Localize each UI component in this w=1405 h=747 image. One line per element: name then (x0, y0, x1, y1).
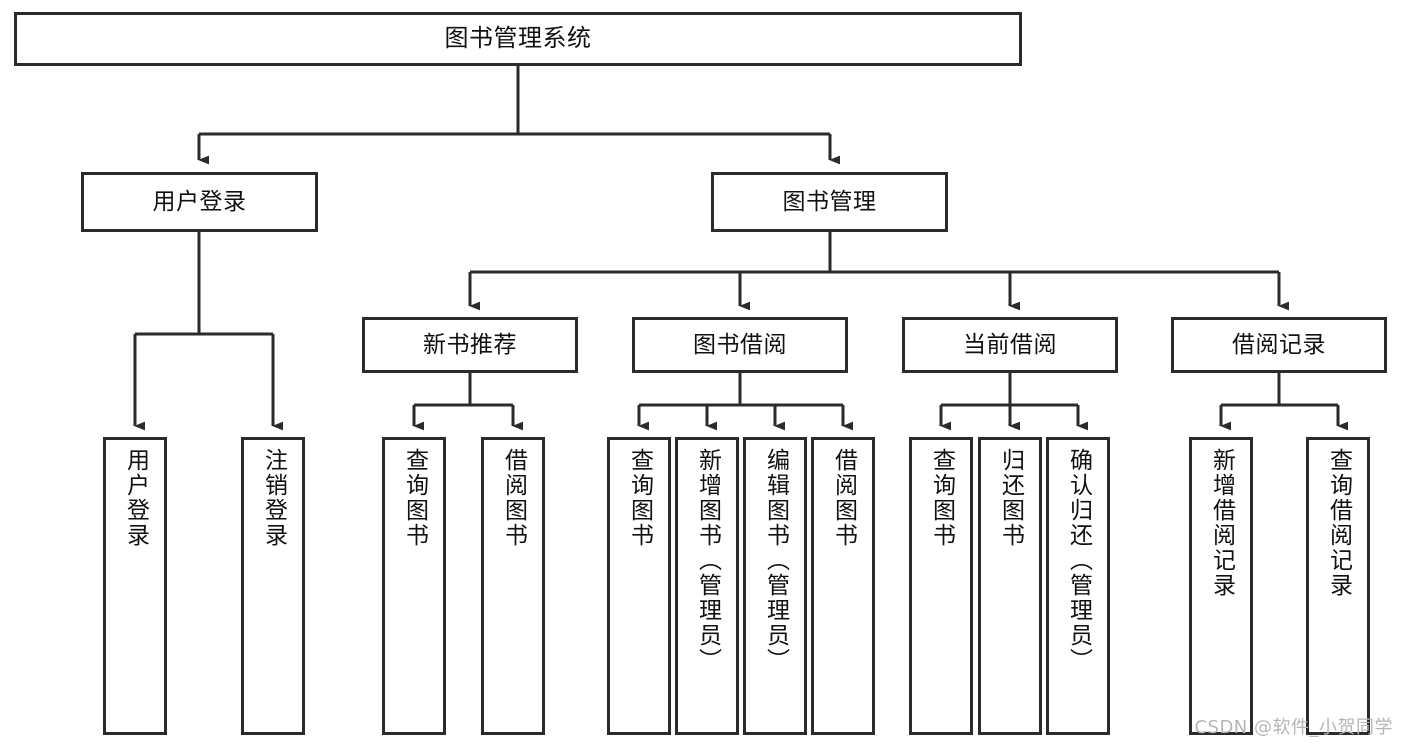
node-leaf-query-book-borrow[interactable]: 查询图书 (607, 437, 671, 735)
node-leaf-query-borrow-record[interactable]: 查询借阅记录 (1306, 437, 1370, 735)
node-label: 借阅图书 (830, 448, 857, 548)
node-leaf-return-book[interactable]: 归还图书 (978, 437, 1042, 735)
node-label: 借阅图书 (500, 448, 527, 548)
node-leaf-borrow-book[interactable]: 借阅图书 (811, 437, 875, 735)
node-label: 用户登录 (122, 448, 149, 548)
node-book-management[interactable]: 图书管理 (711, 172, 948, 232)
node-label: 新增图书（管理员） (694, 448, 721, 673)
node-label: 编辑图书（管理员） (762, 448, 789, 673)
node-leaf-logout[interactable]: 注销登录 (241, 437, 305, 735)
node-label: 借阅记录 (1232, 331, 1326, 358)
node-leaf-add-book-admin[interactable]: 新增图书（管理员） (675, 437, 739, 735)
node-label: 确认归还（管理员） (1065, 448, 1092, 673)
node-leaf-edit-book-admin[interactable]: 编辑图书（管理员） (743, 437, 807, 735)
node-borrow-record[interactable]: 借阅记录 (1171, 317, 1387, 373)
node-label: 查询图书 (626, 448, 653, 548)
watermark: CSDN @软件_小贺同学 (1194, 717, 1393, 738)
node-leaf-confirm-return-admin[interactable]: 确认归还（管理员） (1046, 437, 1110, 735)
node-new-book-recommend[interactable]: 新书推荐 (362, 317, 578, 373)
node-label: 查询图书 (928, 448, 955, 548)
node-current-borrow[interactable]: 当前借阅 (902, 317, 1118, 373)
node-user-login[interactable]: 用户登录 (81, 172, 318, 232)
node-label: 查询借阅记录 (1325, 448, 1352, 598)
node-leaf-borrow-book-new[interactable]: 借阅图书 (481, 437, 545, 735)
node-leaf-query-book-current[interactable]: 查询图书 (909, 437, 973, 735)
node-root-book-management-system[interactable]: 图书管理系统 (14, 12, 1022, 66)
node-label: 归还图书 (997, 448, 1024, 548)
node-label: 图书管理 (782, 188, 877, 215)
node-leaf-user-login[interactable]: 用户登录 (103, 437, 167, 735)
node-leaf-query-book-new[interactable]: 查询图书 (382, 437, 446, 735)
node-label: 用户登录 (152, 188, 247, 215)
node-label: 当前借阅 (963, 331, 1057, 358)
node-label: 新增借阅记录 (1208, 448, 1235, 598)
node-leaf-add-borrow-record[interactable]: 新增借阅记录 (1189, 437, 1253, 735)
node-label: 新书推荐 (423, 331, 517, 358)
node-label: 图书管理系统 (444, 24, 592, 53)
node-label: 图书借阅 (693, 331, 787, 358)
node-label: 查询图书 (401, 448, 428, 548)
node-book-borrow[interactable]: 图书借阅 (632, 317, 848, 373)
node-label: 注销登录 (260, 448, 287, 548)
